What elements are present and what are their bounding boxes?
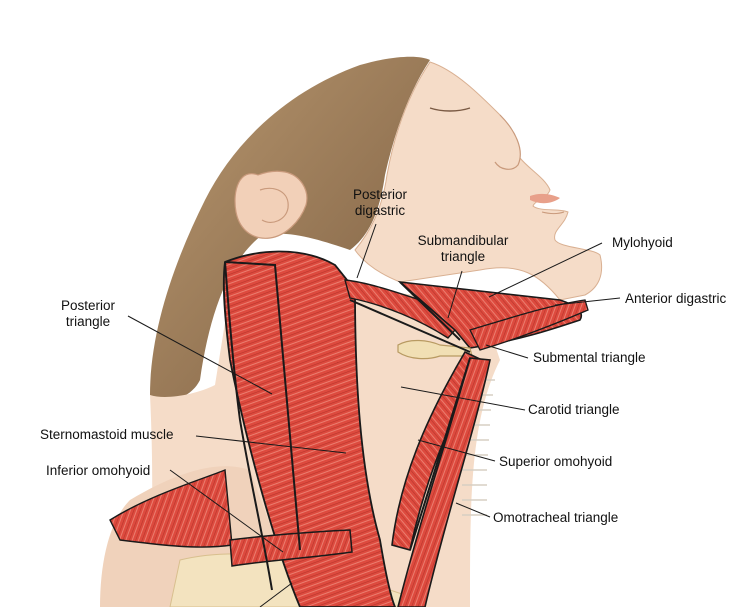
- label-omotracheal-triangle: Omotracheal triangle: [493, 510, 618, 526]
- label-submandibular-line2: triangle: [405, 249, 521, 265]
- label-anterior-digastric: Anterior digastric: [625, 291, 726, 307]
- label-posterior-digastric-line2: digastric: [330, 203, 430, 219]
- label-posterior-digastric-line1: Posterior: [330, 187, 430, 203]
- lips-shape: [530, 194, 560, 203]
- label-superior-omohyoid: Superior omohyoid: [499, 454, 612, 470]
- label-mylohyoid: Mylohyoid: [612, 235, 673, 251]
- label-submandibular-triangle: Submandibular triangle: [405, 233, 521, 265]
- label-posterior-triangle-line1: Posterior: [53, 298, 123, 314]
- label-inferior-omohyoid: Inferior omohyoid: [46, 463, 150, 479]
- label-submandibular-line1: Submandibular: [405, 233, 521, 249]
- label-posterior-triangle: Posterior triangle: [53, 298, 123, 330]
- label-posterior-triangle-line2: triangle: [53, 314, 123, 330]
- label-carotid-triangle: Carotid triangle: [528, 402, 620, 418]
- label-submental-triangle: Submental triangle: [533, 350, 646, 366]
- label-sternomastoid-muscle: Sternomastoid muscle: [40, 427, 174, 443]
- label-posterior-digastric: Posterior digastric: [330, 187, 430, 219]
